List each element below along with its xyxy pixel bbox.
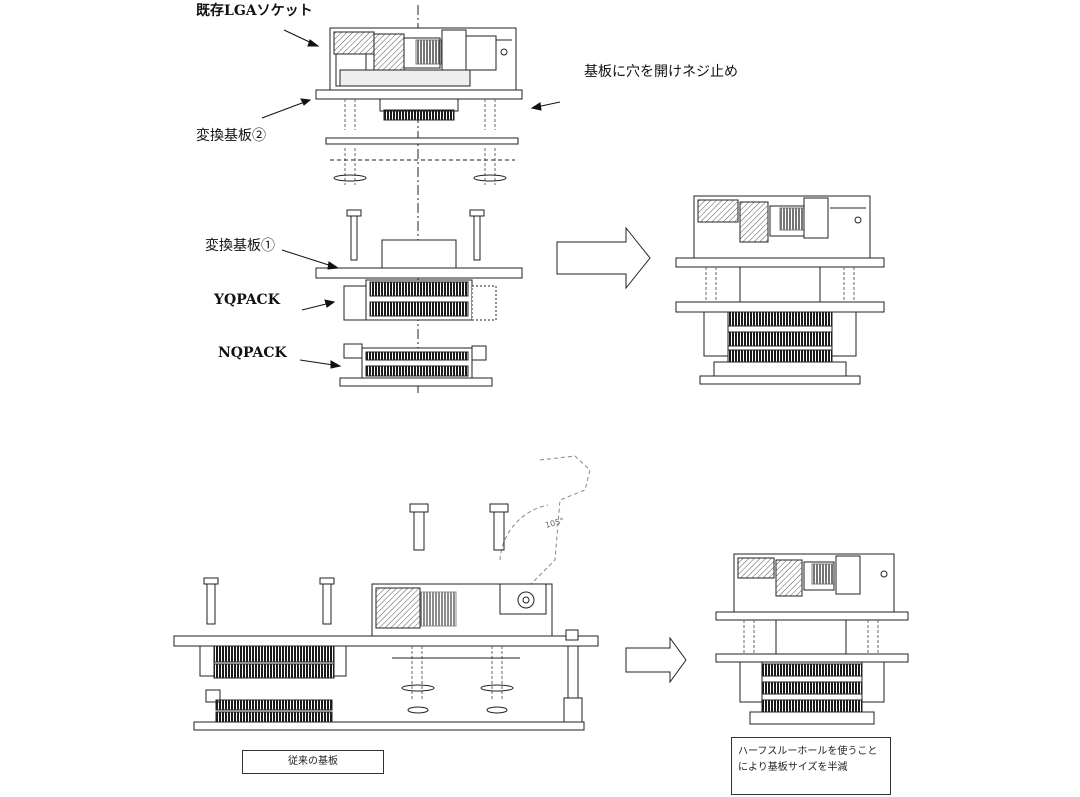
label-nqpack: NQPACK <box>218 345 287 361</box>
label-yqpack: YQPACK <box>214 292 280 308</box>
label-existing-lga-socket: 既存LGAソケット <box>196 3 313 19</box>
conventional-board <box>173 635 599 647</box>
caption-conventional-board: 従来の基板 <box>242 750 384 774</box>
angle-label: 105° <box>544 516 565 530</box>
caption-half-through-hole: ハーフスルーホールを使うことにより基板サイズを半減 <box>731 737 891 795</box>
lga-socket-top <box>329 27 517 91</box>
yqpack-part <box>343 279 497 321</box>
nqpack-part <box>339 343 493 387</box>
screws-board-1 <box>346 209 485 261</box>
exploded-view <box>261 5 561 395</box>
right-arrow-top <box>556 226 651 290</box>
label-arrows <box>261 29 561 369</box>
label-adapter-board-2: 変換基板② <box>196 128 266 144</box>
conventional-board-view <box>173 455 599 731</box>
caption-conventional-board-text: 従来の基板 <box>288 756 338 767</box>
adapter-board-2-top <box>315 89 523 100</box>
label-adapter-board-1: 変換基板① <box>205 238 275 254</box>
label-drill-and-screw: 基板に穴を開けネジ止め <box>584 64 738 80</box>
adapter-board-1 <box>315 267 523 279</box>
right-arrow-bottom <box>625 636 687 684</box>
assembled-view-top <box>675 195 885 385</box>
caption-half-through-hole-text: ハーフスルーホールを使うことにより基板サイズを半減 <box>738 746 878 773</box>
assembled-view-bottom <box>715 553 909 725</box>
